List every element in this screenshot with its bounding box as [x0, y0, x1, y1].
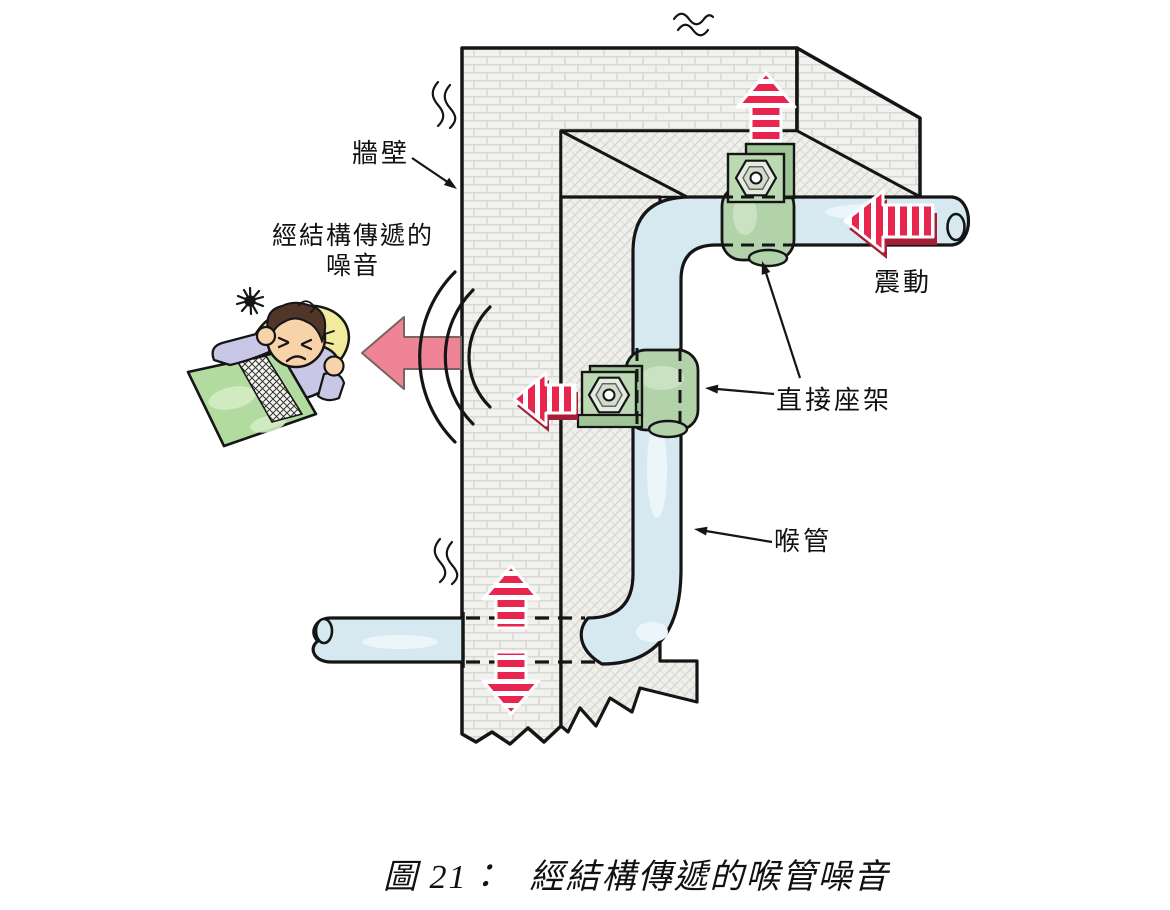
bolt-center [602, 388, 616, 402]
vibration-arrow-up-ceiling-icon [735, 71, 797, 143]
figure-caption: 圖 21： 經結構傳遞的喉管噪音 [383, 849, 890, 898]
pipe-clamp-middle [576, 348, 700, 439]
bolt-center [749, 171, 763, 185]
wall-structure [460, 46, 922, 746]
clamp-lip [747, 248, 789, 268]
clamp-highlight [733, 195, 757, 235]
pipe-label-leader [694, 526, 773, 544]
vibration-arrow-left-pipe-icon [843, 189, 935, 253]
figure-caption-text: 經結構傳遞的喉管噪音 [529, 859, 890, 896]
squiggle-left-lower-icon [433, 537, 459, 586]
squiggle-left-upper-icon [431, 80, 457, 130]
hidden-pipe-dashes-top-clamp [720, 195, 798, 247]
vibration-arrow-left-wall-icon [512, 371, 577, 427]
squiggle-top-icon [672, 12, 715, 37]
figure-caption-number: 圖 21： [383, 859, 504, 896]
frown-mouth [285, 355, 307, 363]
annoyance-scribble-icon [235, 286, 265, 316]
pipes [311, 195, 971, 668]
squiggle-marks [431, 12, 715, 586]
pipe-highlight [362, 635, 438, 649]
hidden-pipe-dashes-mid-clamp [635, 348, 682, 432]
vibration-arrow-down-wall-icon [481, 650, 541, 716]
pipe-highlight [636, 622, 668, 642]
pipe-end-opening-left [314, 617, 334, 645]
hair-swirl [298, 300, 315, 313]
vibration-arrows [481, 71, 937, 716]
wall-label: 牆壁 [352, 139, 411, 168]
structure-noise-label-line2: 噪音 [325, 253, 380, 280]
label-leaders [411, 157, 802, 544]
pipe-end-opening-right [946, 212, 966, 242]
closed-eye-right [300, 338, 313, 351]
mount-label-leader-mid [705, 384, 775, 396]
hand-on-ear-right [323, 355, 345, 377]
noise-arrow-icon [361, 316, 462, 390]
wall-label-leader [411, 157, 457, 189]
structure-noise-label: 經結構傳遞的 噪音 [258, 222, 448, 282]
structure-noise-label-line1: 經結構傳遞的 [271, 223, 434, 250]
pipe-clamp-top [720, 142, 798, 268]
corner-line [560, 129, 688, 199]
vibration-label: 震動 [874, 268, 933, 297]
vibration-arrow-up-wall-icon [481, 564, 541, 630]
hair-spikes [323, 330, 335, 345]
direct-mount-label: 直接座架 [776, 386, 893, 415]
mount-label-leader-top [761, 261, 802, 379]
structure-noise-emission [361, 270, 492, 444]
sound-wave-arcs-icon [418, 270, 492, 444]
hand-on-ear-left [255, 325, 277, 347]
clamp-base-strip [576, 413, 644, 429]
clamp-lip [647, 419, 689, 439]
closed-eye-left [277, 336, 290, 349]
blanket-highlight [208, 386, 256, 410]
pipe-highlight [647, 422, 667, 518]
pipe-label: 喉管 [774, 527, 833, 556]
clamp-highlight [640, 366, 684, 390]
sleeping-person [186, 286, 351, 448]
wall-section-band [559, 195, 699, 734]
